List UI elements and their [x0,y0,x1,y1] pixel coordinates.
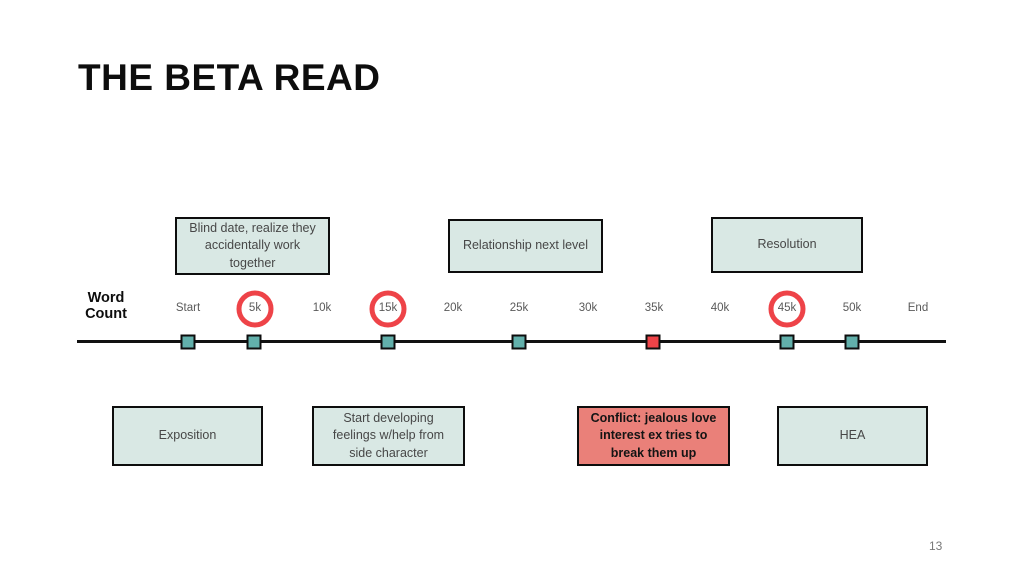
marker-start [180,334,196,350]
event-box-developing-feelings: Start developing feelings w/help from si… [312,406,465,466]
marker-25k [511,334,527,350]
event-box-exposition: Exposition [112,406,263,466]
marker-15k [380,334,396,350]
tick-25k: 25k [509,302,529,314]
tick-end: End [907,302,929,314]
highlight-ring-15k [369,290,407,328]
tick-10k: 10k [312,302,332,314]
marker-50k [844,334,860,350]
tick-20k: 20k [443,302,463,314]
event-box-resolution: Resolution [711,217,863,273]
tick-40k: 40k [710,302,730,314]
marker-5k [246,334,262,350]
marker-45k [779,334,795,350]
word-count-label-line1: Word [87,290,125,306]
marker-35k-conflict [645,334,661,350]
tick-start: Start [175,302,201,314]
page-number: 13 [929,539,943,553]
tick-50k: 50k [842,302,862,314]
event-box-conflict: Conflict: jealous love interest ex tries… [577,406,730,466]
highlight-ring-5k [236,290,274,328]
slide-title: THE BETA READ [78,57,381,98]
tick-30k: 30k [578,302,598,314]
highlight-ring-45k [768,290,806,328]
event-box-hea: HEA [777,406,928,466]
tick-35k: 35k [644,302,664,314]
word-count-label-line2: Count [85,306,127,323]
event-box-relationship-next-level: Relationship next level [448,219,603,273]
event-box-blind-date: Blind date, realize they accidentally wo… [175,217,330,275]
word-count-axis-label: Word Count [78,290,134,322]
